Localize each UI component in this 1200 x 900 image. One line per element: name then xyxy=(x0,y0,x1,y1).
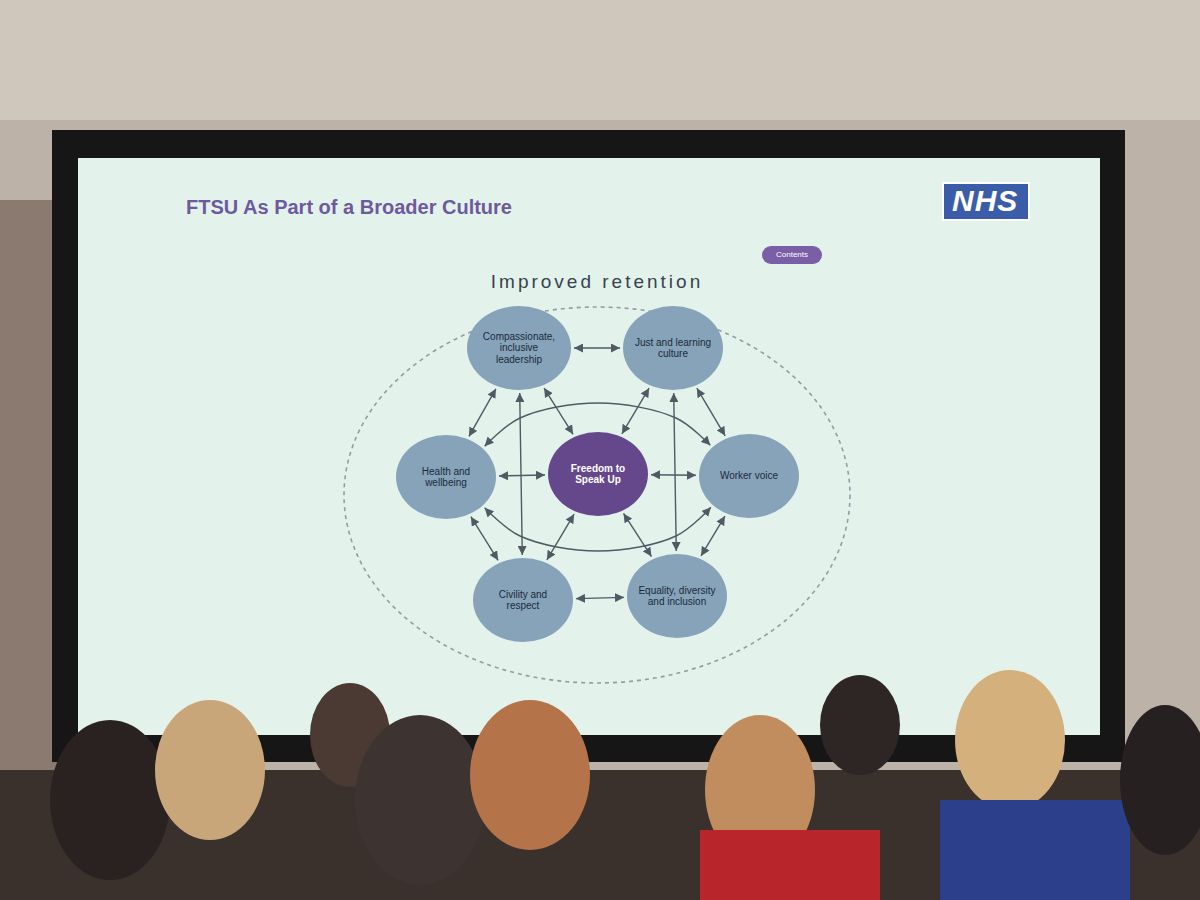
nhs-logo: NHS xyxy=(942,182,1030,221)
culture-circle: Equality, diversity and inclusion xyxy=(627,554,727,638)
audience-head xyxy=(820,675,900,775)
retention-region: Compassionate, inclusive leadership Just … xyxy=(342,305,852,685)
connector-arrow xyxy=(471,517,498,561)
ceiling xyxy=(0,0,1200,120)
connector-arrow xyxy=(701,516,725,556)
audience-head xyxy=(470,700,590,850)
audience-body xyxy=(700,830,880,900)
connector-arrow xyxy=(520,393,523,555)
dashed-ellipse xyxy=(344,307,850,683)
region-heading: Improved retention xyxy=(342,271,852,293)
audience-body xyxy=(940,800,1130,900)
node-label: Health and wellbeing xyxy=(407,466,485,489)
center-circle: Freedom to Speak Up xyxy=(548,432,648,516)
audience-head xyxy=(155,700,265,840)
connector-arrow xyxy=(622,388,649,434)
node-label: Freedom to Speak Up xyxy=(559,463,637,486)
culture-circle: Worker voice xyxy=(699,434,799,518)
audience-head xyxy=(1120,705,1200,855)
node-label: NHS xyxy=(952,186,1018,216)
connector-arrow xyxy=(574,347,620,348)
connector-arrow xyxy=(624,513,652,556)
culture-circle: Just and learning culture xyxy=(623,306,723,390)
audience-head xyxy=(50,720,170,880)
connector-arrow xyxy=(651,474,696,476)
node-label: Contents xyxy=(776,250,808,260)
culture-circle: Health and wellbeing xyxy=(396,435,496,519)
node-label: Equality, diversity and inclusion xyxy=(638,585,716,608)
connector-arrow xyxy=(469,389,496,437)
connector-arrow xyxy=(547,514,574,560)
connector-arrow xyxy=(576,597,624,598)
audience-head xyxy=(355,715,485,885)
node-label: Just and learning culture xyxy=(634,337,712,360)
connector-arrow xyxy=(499,474,545,476)
connector-arrow xyxy=(674,393,677,551)
slide-ground xyxy=(78,158,1100,735)
slide-title: FTSU As Part of a Broader Culture xyxy=(186,196,512,219)
connector-arrow xyxy=(697,388,725,436)
culture-circle: Civility and respect xyxy=(473,558,573,642)
audience-head xyxy=(955,670,1065,810)
node-label: Worker voice xyxy=(720,470,778,482)
culture-circle: Compassionate, inclusive leadership xyxy=(467,306,571,390)
screen-frame xyxy=(52,130,1125,762)
node-label: Compassionate, inclusive leadership xyxy=(480,331,558,366)
connector-arrow xyxy=(544,388,573,434)
contents-button: Contents xyxy=(762,246,822,264)
node-label: Civility and respect xyxy=(484,589,562,612)
